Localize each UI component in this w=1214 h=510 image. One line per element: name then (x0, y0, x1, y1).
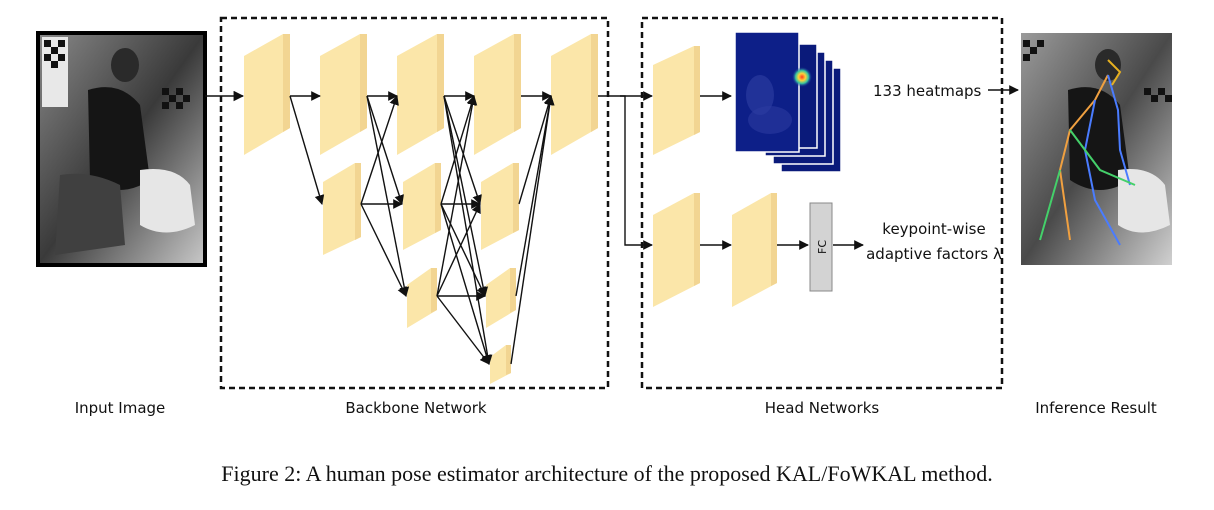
feature-map (244, 34, 290, 155)
backbone-label: Backbone Network (345, 399, 487, 417)
head-connections (598, 85, 1019, 250)
feature-map (490, 345, 511, 384)
head-feature-maps (653, 46, 777, 307)
backbone-feature-maps (244, 34, 598, 384)
fc-label: FC (816, 240, 829, 254)
head-label: Head Networks (764, 399, 880, 417)
heatmap-stack (734, 31, 842, 173)
feature-map (323, 163, 361, 255)
feature-map (551, 34, 598, 155)
feature-map (474, 34, 521, 155)
heatmaps-label: 133 heatmaps (873, 82, 982, 100)
feature-map (653, 46, 700, 155)
feature-map (732, 193, 777, 307)
figure-caption: Figure 2: A human pose estimator archite… (221, 461, 993, 486)
fc-layer: FC (809, 202, 833, 292)
architecture-diagram: FC 133 heatmaps keypoint-wise adaptive f… (36, 16, 1172, 390)
feature-map (320, 34, 367, 155)
inference-label: Inference Result (1035, 399, 1157, 417)
feature-map (653, 193, 700, 307)
backbone-box (219, 16, 610, 390)
input-image-label: Input Image (74, 399, 166, 417)
feature-map (403, 163, 441, 250)
head-box (640, 16, 1004, 390)
backbone-connections (289, 91, 555, 365)
adaptive-line2: adaptive factors λ (866, 245, 1002, 263)
inference-image (1021, 33, 1172, 265)
input-image (36, 31, 207, 267)
feature-map (486, 268, 516, 328)
adaptive-line1: keypoint-wise (882, 220, 985, 238)
feature-map (397, 34, 444, 155)
feature-map (481, 163, 519, 250)
feature-map (407, 268, 437, 328)
